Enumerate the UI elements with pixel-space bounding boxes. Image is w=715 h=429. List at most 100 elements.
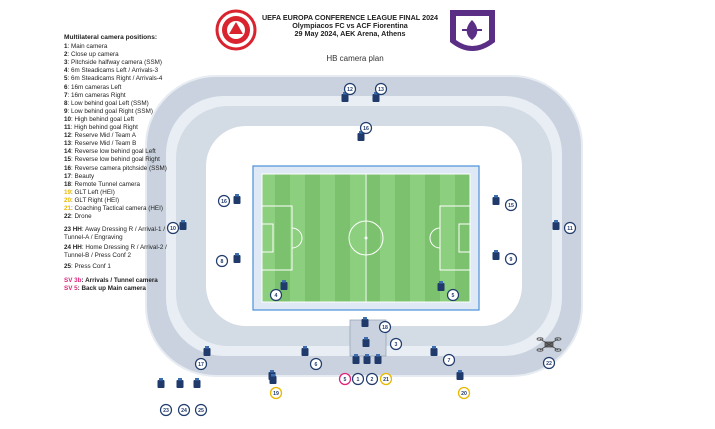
camera-icon (352, 354, 360, 364)
marker-18[interactable]: 18 (378, 320, 392, 334)
marker-3[interactable]: 3 (389, 337, 403, 351)
legend-item-number: 17 (64, 172, 72, 180)
legend-sv-item: SV 3b: Arrivals / Tunnel camera (64, 277, 184, 285)
marker-4[interactable]: 4 (269, 288, 283, 302)
svg-text:24: 24 (181, 408, 187, 414)
marker-12[interactable]: 12 (343, 82, 357, 96)
marker-25[interactable]: 25 (194, 403, 208, 417)
camera-icon (357, 131, 365, 141)
marker-23[interactable]: 23 (159, 403, 173, 417)
svg-text:19: 19 (273, 391, 279, 397)
legend-item-label: : High behind goal Left (71, 115, 135, 123)
legend-item: 8: Low behind goal Left (SSM) (64, 100, 184, 108)
legend-item-number: 14 (64, 148, 72, 156)
legend-item: 10: High behind goal Left (64, 116, 184, 124)
olympiacos-logo (215, 9, 257, 51)
header-line-1: UEFA EUROPA CONFERENCE LEAGUE FINAL 2024 (261, 13, 439, 22)
legend-item: 13: Reserve Mid / Team B (64, 140, 184, 148)
marker-sv5[interactable]: 5 (338, 372, 352, 386)
legend-item-label: : Drone (71, 213, 92, 221)
drone-icon (536, 337, 562, 352)
camera-icon (233, 194, 241, 204)
marker-17[interactable]: 17 (194, 357, 208, 371)
legend-sv-label: : Back up Main camera (77, 284, 146, 292)
legend-item-number: 20 (64, 196, 72, 204)
marker-6[interactable]: 6 (309, 357, 323, 371)
legend-item-label: : Coaching Tactical camera (HEI) (71, 204, 163, 212)
legend-item-label: : Low behind goal Right (SSM) (67, 107, 153, 115)
marker-7[interactable]: 7 (442, 353, 456, 367)
legend-hh-label: : Press Conf 1 (71, 262, 111, 270)
legend-item-number: 6 (64, 83, 68, 91)
legend-item: 22: Drone (64, 213, 184, 221)
camera-icon (341, 92, 349, 102)
marker-10[interactable]: 10 (166, 221, 180, 235)
legend-item-number: 9 (64, 107, 68, 115)
legend-item: 20: GLT Right (HEI) (64, 197, 184, 205)
legend-item-number: 7 (64, 91, 68, 99)
svg-text:1: 1 (357, 377, 360, 383)
camera-icon (233, 253, 241, 263)
legend-handheld: 23 HH: Away Dressing R / Arrival-1 / Tun… (64, 226, 184, 270)
legend-item-number: 16 (64, 164, 72, 172)
legend-hh-item: 24 HH: Home Dressing R / Arrival-2 / Tun… (64, 244, 184, 260)
legend-item: 7: 16m cameras Right (64, 92, 184, 100)
camera-icon (269, 374, 277, 384)
marker-9[interactable]: 9 (504, 252, 518, 266)
marker-13[interactable]: 13 (374, 82, 388, 96)
legend-sv-item: SV 5: Back up Main camera (64, 285, 184, 293)
camera-icon (430, 346, 438, 356)
svg-text:4: 4 (275, 293, 278, 299)
legend-item-label: : Reverse low behind goal Right (71, 156, 160, 164)
camera-icon (193, 378, 201, 388)
svg-text:18: 18 (382, 325, 388, 331)
svg-text:6: 6 (315, 362, 318, 368)
marker-16[interactable]: 16 (359, 121, 373, 135)
legend-item-label: : 6m Steadicams Left / Arrivals-3 (67, 67, 159, 75)
marker-21[interactable]: 21 (379, 372, 393, 386)
svg-text:9: 9 (510, 257, 513, 263)
legend-item-number: 11 (64, 124, 71, 132)
camera-icon (372, 92, 380, 102)
marker-1[interactable]: 1 (351, 372, 365, 386)
legend-item: 11: High behind goal Right (64, 124, 184, 132)
svg-text:15: 15 (508, 203, 514, 209)
svg-text:16: 16 (363, 126, 369, 132)
legend-hh-item: 25: Press Conf 1 (64, 263, 184, 271)
marker-8[interactable]: 8 (215, 254, 229, 268)
marker-16b[interactable]: 16 (217, 194, 231, 208)
marker-20[interactable]: 20 (457, 386, 471, 400)
camera-icon (437, 281, 445, 291)
legend-hh-label: : Away Dressing R / Arrival-1 / Tunnel-A… (64, 226, 166, 242)
marker-24[interactable]: 24 (177, 403, 191, 417)
camera-icon (362, 337, 370, 347)
legend-item-number: 3 (64, 59, 68, 67)
marker-2[interactable]: 2 (365, 372, 379, 386)
legend-item-label: : 16m cameras Left (67, 83, 122, 91)
svg-text:7: 7 (448, 358, 451, 364)
legend-item: 2: Close up camera (64, 51, 184, 59)
football-pitch (261, 173, 471, 303)
camera-icon (492, 195, 500, 205)
marker-19[interactable]: 19 (269, 386, 283, 400)
legend-item-label: : GLT Right (HEI) (71, 196, 120, 204)
marker-11[interactable]: 11 (563, 221, 577, 235)
legend-item-label: : Close up camera (67, 51, 119, 59)
legend-hh-number: 23 HH (64, 226, 82, 234)
legend-item: 9: Low behind goal Right (SSM) (64, 108, 184, 116)
marker-15[interactable]: 15 (504, 198, 518, 212)
fiorentina-logo (450, 10, 495, 51)
svg-text:13: 13 (378, 87, 384, 93)
camera-icon (456, 370, 464, 380)
svg-text:22: 22 (546, 361, 552, 367)
svg-text:10: 10 (170, 226, 176, 232)
marker-22[interactable]: 22 (542, 356, 556, 370)
marker-5[interactable]: 5 (446, 288, 460, 302)
camera-icon (492, 250, 500, 260)
legend-item-number: 2 (64, 51, 68, 59)
legend-hh-label: : Home Dressing R / Arrival-2 / Tunnel-B… (64, 244, 167, 260)
legend-item-label: : Main camera (67, 43, 108, 51)
